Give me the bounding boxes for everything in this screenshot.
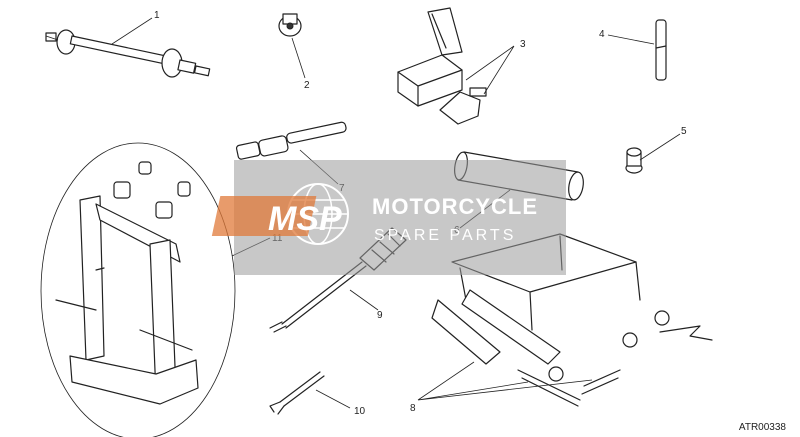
callout-5: 5 bbox=[681, 126, 687, 137]
watermark-logo: MSP bbox=[268, 200, 342, 238]
callout-2: 2 bbox=[304, 80, 310, 91]
part-11-wheel-balancer[interactable] bbox=[40, 142, 236, 437]
watermark-title: MOTORCYCLE bbox=[372, 194, 538, 219]
part-3-toolbox[interactable] bbox=[397, 7, 487, 125]
part-1-bearing-tool[interactable] bbox=[45, 29, 211, 78]
watermark: MSP MOTORCYCLE SPARE PARTS bbox=[211, 160, 566, 275]
callout-10: 10 bbox=[354, 406, 366, 417]
callout-4: 4 bbox=[599, 29, 605, 40]
part-7-socket-tool[interactable] bbox=[235, 121, 347, 160]
callout-8: 8 bbox=[410, 403, 416, 414]
watermark-subtitle: SPARE PARTS bbox=[374, 227, 516, 244]
part-4-pin[interactable] bbox=[655, 19, 667, 81]
part-5-nut[interactable] bbox=[625, 147, 643, 174]
msp-logo-badge bbox=[211, 196, 317, 236]
callout-1: 1 bbox=[154, 10, 160, 21]
callout-9: 9 bbox=[377, 310, 383, 321]
callout-3: 3 bbox=[520, 39, 526, 50]
part-2-bushing[interactable] bbox=[278, 13, 302, 37]
part-10-spanner[interactable] bbox=[269, 371, 325, 415]
reference-code: ATR00338 bbox=[738, 422, 786, 433]
